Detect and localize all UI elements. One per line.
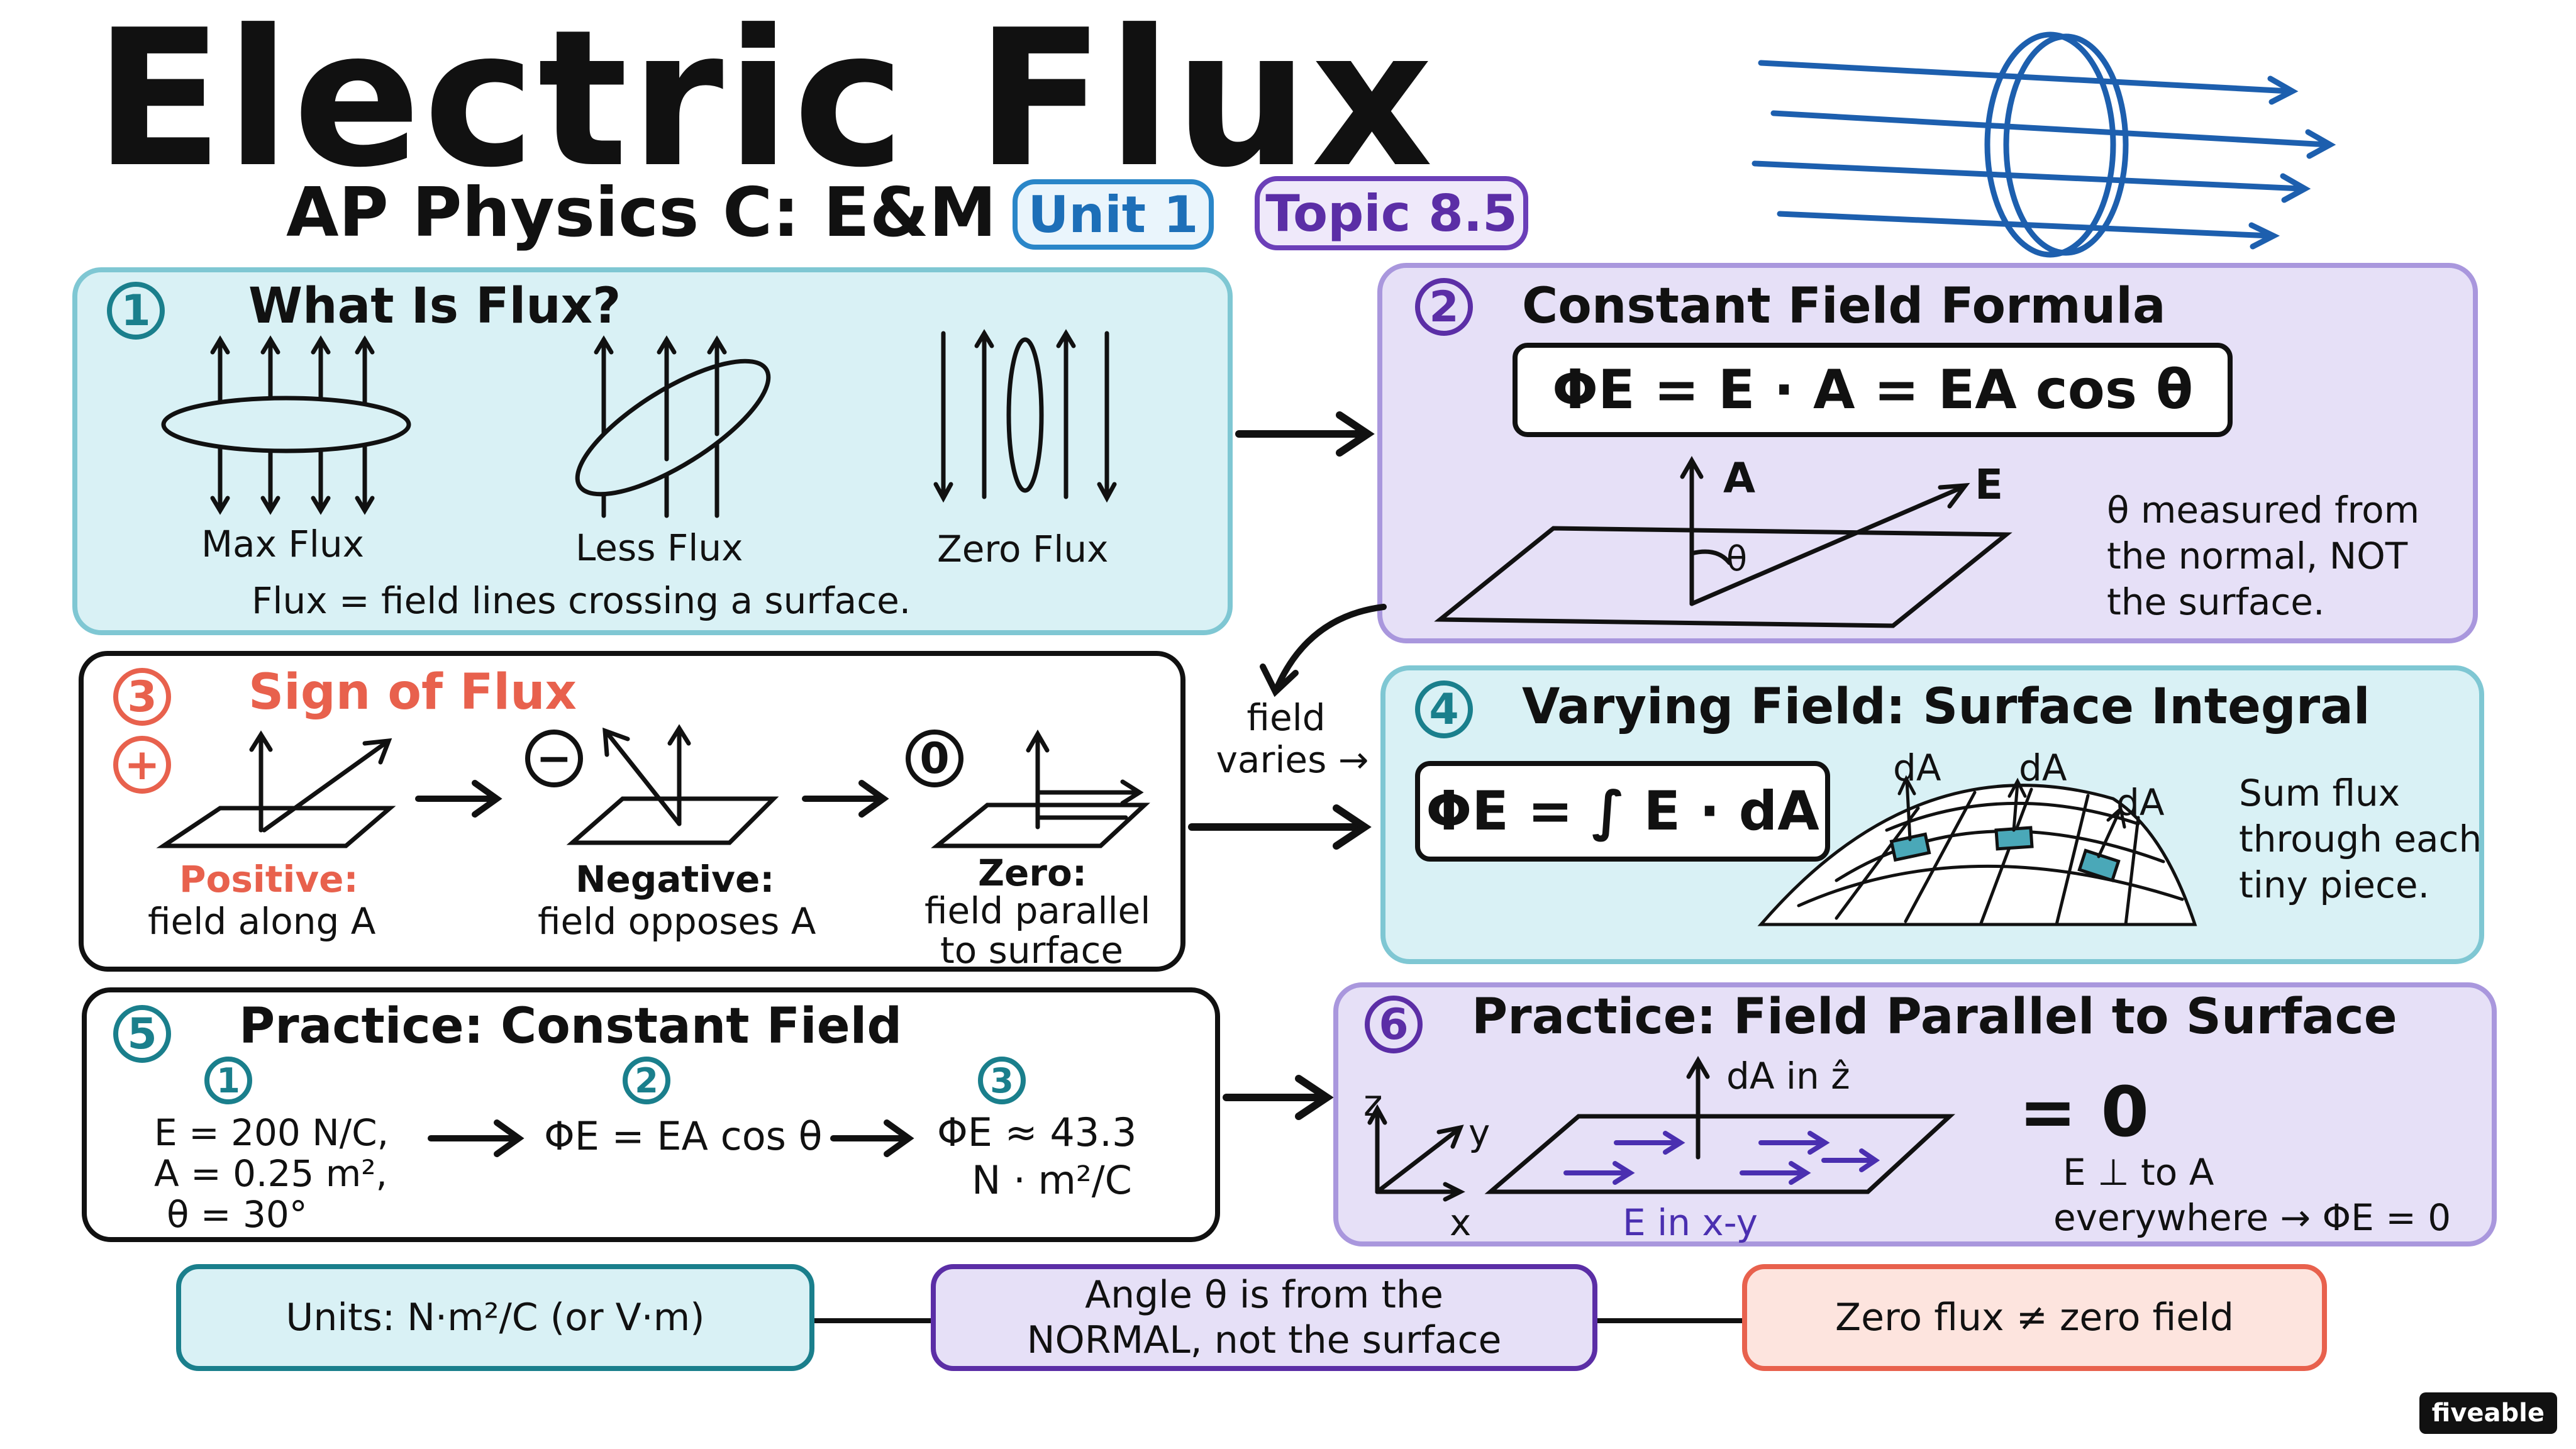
- zero-text-2: to surface: [940, 929, 1124, 972]
- everywhere-note: everywhere → ΦE = 0: [2053, 1196, 2451, 1239]
- zero-flux-box: Zero flux ≠ zero field: [1742, 1264, 2327, 1371]
- da-label-1: dA: [1893, 747, 1941, 789]
- negative-text: field opposes A: [538, 900, 816, 943]
- panel-2-number: 2: [1415, 278, 1473, 336]
- axes-diagram: [1367, 1104, 1465, 1202]
- panel-3-title: Sign of Flux: [248, 664, 577, 721]
- axis-x-label: x: [1450, 1201, 1472, 1244]
- da-label-2: dA: [2019, 747, 2067, 789]
- flux-disk-illustration: [1752, 31, 2336, 258]
- step-1-number: 1: [204, 1057, 252, 1104]
- panel-4-title: Varying Field: Surface Integral: [1522, 679, 2370, 735]
- panel-2-title: Constant Field Formula: [1522, 278, 2166, 335]
- negative-heading: Negative:: [575, 858, 775, 901]
- field-varies-label-2: varies →: [1216, 738, 1369, 781]
- disk-rim: [2003, 33, 2129, 256]
- zero-text-1: field parallel: [924, 889, 1151, 932]
- angle-box-line-1: Angle θ is from the: [1085, 1273, 1443, 1317]
- step-3-number: 3: [978, 1057, 1026, 1104]
- angle-box-line-2: NORMAL, not the surface: [1026, 1318, 1502, 1362]
- theta-note-2: the normal, NOT: [2107, 535, 2408, 577]
- da-in-z-label: dA in ẑ: [1726, 1055, 1850, 1097]
- max-flux-label: Max Flux: [201, 523, 364, 565]
- panel-6-title: Practice: Field Parallel to Surface: [1472, 989, 2397, 1045]
- field-varies-label-1: field: [1246, 696, 1326, 739]
- sum-note-1: Sum flux: [2239, 772, 2401, 814]
- perpendicular-note: E ⊥ to A: [2063, 1151, 2214, 1194]
- surface-integral-formula: ΦE = ∫ E · dA: [1415, 761, 1830, 862]
- panel-1-title: What Is Flux?: [248, 278, 621, 335]
- panel-5-title: Practice: Constant Field: [239, 998, 902, 1055]
- sum-note-2: through each: [2239, 818, 2482, 860]
- given-e: E = 200 N/C,: [154, 1111, 389, 1154]
- positive-heading: Positive:: [179, 858, 358, 901]
- units-box: Units: N·m²/C (or V·m): [176, 1264, 814, 1371]
- arrow-5-to-6: [1223, 1075, 1334, 1120]
- page-subtitle: AP Physics C: E&M: [286, 174, 997, 252]
- e-in-xy-label: E in x-y: [1623, 1201, 1758, 1244]
- panel-6-number: 6: [1365, 996, 1423, 1053]
- fiveable-logo: fiveable: [2419, 1392, 2557, 1434]
- angle-theta-label: θ: [1726, 539, 1748, 579]
- panel-3-number: 3: [113, 668, 171, 726]
- zero-heading: Zero:: [978, 852, 1087, 894]
- axis-y-label: y: [1468, 1111, 1491, 1154]
- panel-1-number: 1: [107, 282, 165, 340]
- unit-badge: Unit 1: [1013, 179, 1214, 250]
- sum-note-3: tiny piece.: [2239, 863, 2429, 906]
- given-theta: θ = 30°: [167, 1193, 308, 1236]
- disk-ellipse: [1984, 31, 2116, 258]
- zero-flux-diagram: [933, 329, 1117, 503]
- negative-flux-diagram: [566, 724, 779, 845]
- theta-note-3: the surface.: [2107, 580, 2325, 623]
- arrow-1-to-2: [1235, 411, 1375, 457]
- parallel-field-diagram: [1484, 1055, 1955, 1194]
- panel-constant-field-formula: [1377, 263, 2478, 643]
- curved-surface-diagram: [1757, 775, 2197, 926]
- arrow-step-2-to-3: [830, 1119, 914, 1157]
- flux-zero-result: = 0: [2019, 1072, 2150, 1152]
- arrow-pos-to-neg: [415, 780, 502, 818]
- flux-definition: Flux = field lines crossing a surface.: [252, 579, 911, 622]
- vector-a-label: A: [1723, 454, 1756, 502]
- positive-flux-diagram: [156, 730, 396, 848]
- arrow-3-to-4: [1188, 804, 1372, 850]
- axis-z-label: z: [1363, 1082, 1383, 1124]
- vector-e-label: E: [1975, 460, 2004, 509]
- step-2-number: 2: [623, 1057, 670, 1104]
- negative-symbol: −: [525, 730, 583, 787]
- theta-note-1: θ measured from: [2107, 489, 2420, 531]
- panel-practice-constant: [82, 987, 1220, 1242]
- arrow-step-1-to-2: [428, 1119, 525, 1157]
- positive-symbol: +: [113, 736, 171, 794]
- panel-4-number: 4: [1415, 680, 1473, 738]
- practice-result: ΦE ≈ 43.3: [937, 1109, 1137, 1155]
- da-label-3: dA: [2116, 781, 2165, 824]
- given-a: A = 0.25 m²,: [154, 1152, 387, 1195]
- positive-text: field along A: [148, 900, 376, 943]
- zero-flux-label: Zero Flux: [937, 528, 1109, 570]
- less-flux-label: Less Flux: [575, 526, 743, 569]
- practice-result-units: N · m²/C: [972, 1157, 1132, 1203]
- constant-field-formula: ΦE = E · A = EA cos θ: [1513, 343, 2233, 437]
- practice-equation: ΦE = EA cos θ: [544, 1113, 823, 1159]
- zero-symbol: 0: [906, 730, 963, 787]
- less-flux-diagram: [575, 335, 771, 518]
- angle-box: Angle θ is from the NORMAL, not the surf…: [931, 1264, 1597, 1371]
- topic-badge: Topic 8.5: [1255, 176, 1528, 250]
- arrow-neg-to-zero: [802, 780, 889, 818]
- curved-arrow-2-to-4: [1260, 604, 1387, 697]
- constant-field-diagram: [1434, 455, 2012, 628]
- max-flux-diagram: [161, 335, 411, 515]
- zero-flux-sign-diagram: [931, 729, 1150, 848]
- page-title: Electric Flux: [94, 0, 1436, 209]
- panel-5-number: 5: [113, 1005, 171, 1063]
